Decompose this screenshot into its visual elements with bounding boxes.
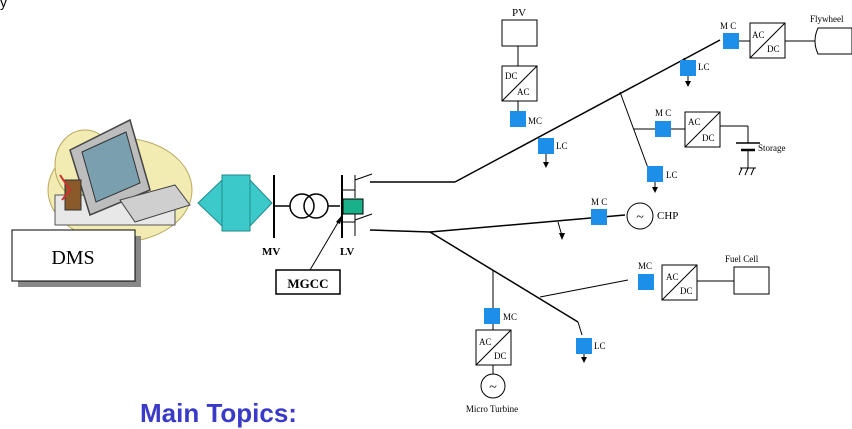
svg-text:DC: DC	[505, 71, 518, 81]
svg-text:AC: AC	[479, 337, 492, 347]
lower-feeder	[429, 231, 579, 323]
transformer-icon	[289, 193, 315, 219]
svg-text:LC: LC	[556, 141, 568, 151]
svg-text:DC: DC	[494, 351, 507, 361]
fuel-cell-label: Fuel Cell	[725, 254, 759, 264]
svg-text:AC: AC	[752, 30, 765, 40]
storage-label: Storage	[758, 143, 786, 153]
chp-generator-icon	[626, 202, 654, 230]
svg-text:DC: DC	[680, 286, 693, 296]
svg-text:AC: AC	[688, 117, 701, 127]
flywheel-lc	[680, 60, 696, 76]
top-text-fragment: y	[0, 0, 7, 10]
svg-text:LC: LC	[666, 170, 678, 180]
dms-label: DMS	[51, 247, 94, 269]
svg-text:M C: M C	[720, 21, 736, 31]
micro-turbine-label: Micro Turbine	[466, 404, 518, 414]
svg-text:M C: M C	[655, 108, 671, 118]
mgcc-label: MGCC	[287, 276, 328, 291]
workstation-icon	[47, 118, 193, 243]
flywheel-icon	[814, 27, 852, 55]
svg-text:AC: AC	[666, 272, 679, 282]
svg-text:MC: MC	[528, 116, 542, 126]
microgrid-diagram: DMS MV LV MGCC PV DC AC MC LC M C A	[11, 7, 852, 414]
pv-label: PV	[512, 7, 526, 19]
micro-turbine-generator-icon	[480, 373, 506, 399]
pv-mc	[510, 111, 526, 127]
dms-box	[11, 229, 136, 282]
storage-mc	[655, 121, 671, 137]
main-topics-heading: Main Topics:	[140, 398, 297, 428]
svg-text:~: ~	[489, 380, 497, 395]
lv-label: LV	[340, 246, 354, 258]
fuel-cell-feeder	[539, 279, 629, 298]
chp-mc	[591, 209, 607, 225]
svg-text:DC: DC	[767, 44, 780, 54]
svg-text:MC: MC	[503, 312, 517, 322]
svg-text:MC: MC	[638, 261, 652, 271]
svg-text:LC: LC	[698, 62, 710, 72]
fuel-cell-mc	[638, 274, 654, 290]
pv-lc	[538, 138, 554, 154]
svg-text:~: ~	[636, 210, 644, 225]
flywheel-mc	[723, 33, 739, 49]
lower-lc	[576, 338, 592, 354]
storage-lc	[647, 166, 663, 182]
svg-text:M C: M C	[591, 197, 607, 207]
upper-feeder	[454, 39, 721, 183]
mgcc-box	[275, 269, 341, 295]
svg-text:DC: DC	[702, 133, 715, 143]
svg-text:LC: LC	[594, 341, 606, 351]
mgcc-controller	[342, 198, 364, 215]
chp-label: CHP	[657, 210, 678, 222]
pv-box	[501, 19, 538, 47]
svg-text:AC: AC	[517, 87, 530, 97]
fuel-cell-box	[733, 266, 770, 295]
mv-label: MV	[262, 246, 280, 258]
micro-turbine-mc	[484, 308, 500, 324]
flywheel-label: Flywheel	[810, 14, 844, 24]
